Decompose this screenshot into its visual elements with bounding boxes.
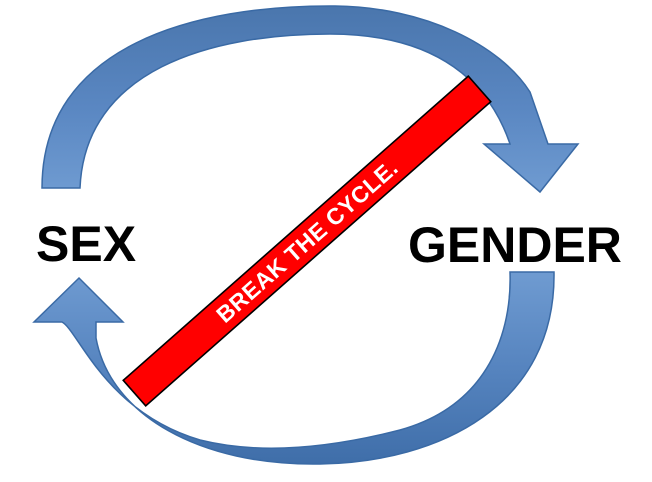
banner-bar [122, 75, 492, 407]
banner-text: BREAK THE CYCLE. [211, 154, 403, 328]
bottom-cycle-arrow [32, 271, 555, 465]
gender-label: GENDER [408, 217, 622, 273]
sex-label: SEX [36, 216, 136, 272]
top-cycle-arrow [41, 5, 580, 194]
